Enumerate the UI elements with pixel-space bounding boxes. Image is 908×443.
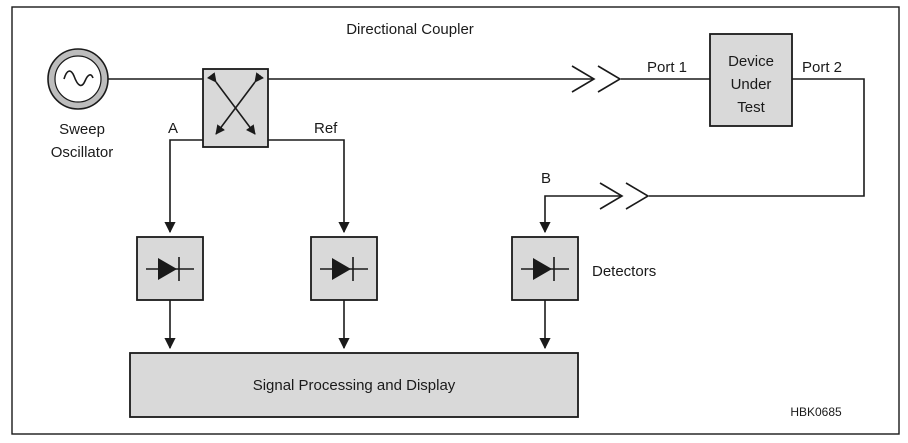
detector-ref xyxy=(310,236,378,301)
port2-label: Port 2 xyxy=(802,59,842,76)
coupler-port-ref-label: Ref xyxy=(314,120,338,137)
sweep-oscillator xyxy=(47,48,109,110)
port-b-label: B xyxy=(541,170,551,187)
diode-icon xyxy=(320,257,368,281)
device-under-test-block xyxy=(709,33,793,127)
port1-label: Port 1 xyxy=(647,59,687,76)
diagram-title: Directional Coupler xyxy=(346,21,474,38)
dut-label-line2: Under xyxy=(731,76,772,93)
line-port-ref-to-detector xyxy=(268,139,350,234)
diagram-frame xyxy=(11,6,900,435)
cross-arrows-icon xyxy=(206,72,265,135)
detector-b xyxy=(511,236,579,301)
oscillator-inner-ring xyxy=(54,55,102,103)
detectors-label: Detectors xyxy=(592,263,656,280)
chevron-connector-icon xyxy=(625,182,650,210)
diode-icon xyxy=(521,257,569,281)
line-port2-return xyxy=(649,78,865,197)
signal-processing-block xyxy=(129,352,579,418)
figure-id: HBK0685 xyxy=(790,405,842,419)
detector-a xyxy=(136,236,204,301)
coupler-port-a-label: A xyxy=(168,120,178,137)
chevron-connector-icon xyxy=(571,65,596,93)
diode-icon xyxy=(146,257,194,281)
oscillator-label-line2: Oscillator xyxy=(51,144,114,161)
sine-wave-icon xyxy=(63,70,94,87)
signal-processing-label: Signal Processing and Display xyxy=(253,377,456,394)
line-port-a-to-detector xyxy=(164,139,203,234)
oscillator-label-line1: Sweep xyxy=(59,121,105,138)
dut-label-line3: Test xyxy=(737,99,765,116)
line-port-b-to-detector xyxy=(539,195,622,234)
chevron-connector-icon xyxy=(597,65,622,93)
dut-label-line1: Device xyxy=(728,53,774,70)
